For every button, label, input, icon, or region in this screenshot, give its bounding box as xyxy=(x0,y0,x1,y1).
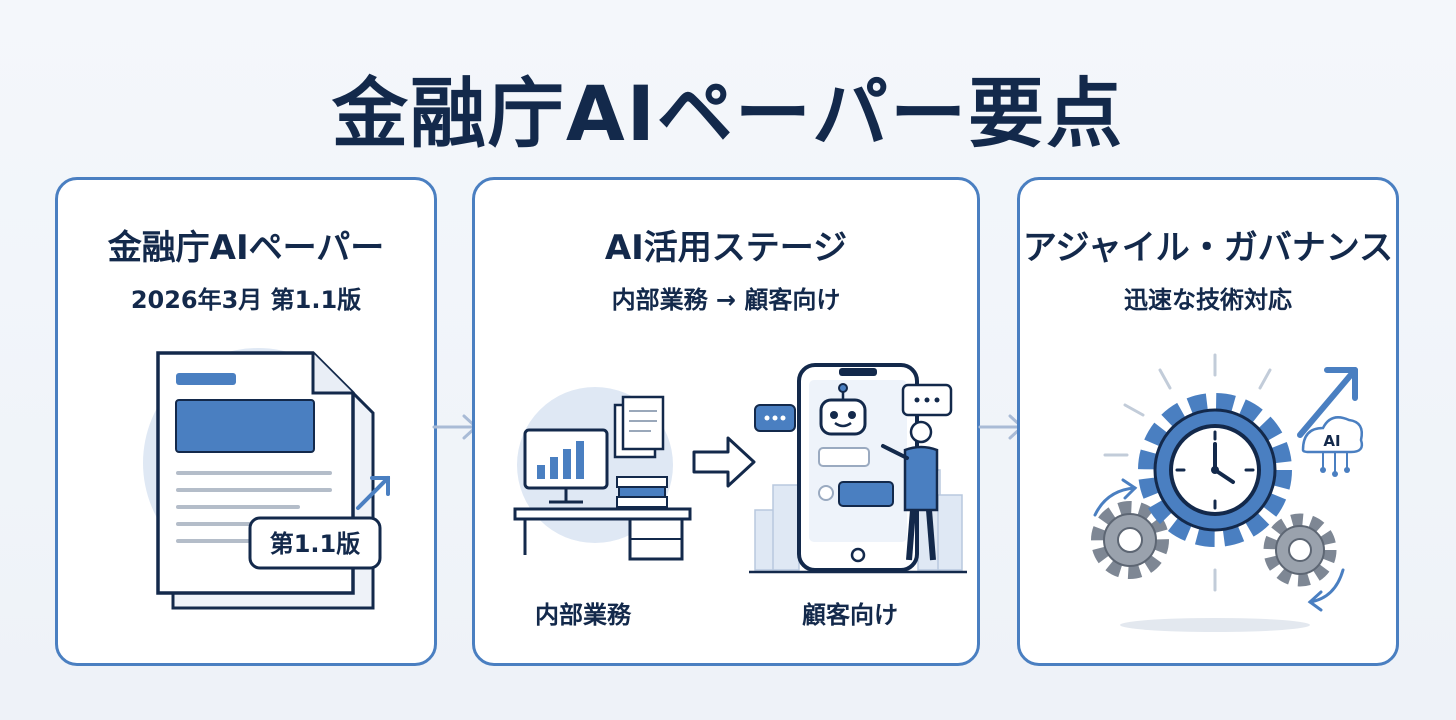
panel-subtitle: 2026年3月 第1.1版 xyxy=(130,286,362,314)
customer-caption: 顧客向け xyxy=(802,601,898,629)
panel-agile-governance: アジャイル・ガバナンス 迅速な技術対応 AI xyxy=(1017,177,1399,666)
clock-gear-icon: AI xyxy=(1091,353,1364,632)
smartphone-chatbot-icon xyxy=(749,363,967,574)
internal-caption: 内部業務 xyxy=(535,601,631,629)
panel-subtitle: 迅速な技術対応 xyxy=(1124,286,1292,314)
up-arrow-icon xyxy=(1297,367,1358,438)
document-stack-icon: 第1.1版 xyxy=(143,348,390,610)
panel-fsa-paper: 金融庁AIペーパー 2026年3月 第1.1版 第1.1版 xyxy=(55,177,437,666)
version-badge: 第1.1版 xyxy=(270,530,361,558)
svg-text:AI: AI xyxy=(1323,432,1340,450)
page-title: 金融庁AIペーパー要点 xyxy=(331,69,1125,158)
ai-cloud-icon: AI xyxy=(1301,416,1364,477)
panel-subtitle: 内部業務 → 顧客向け xyxy=(611,286,841,314)
trend-arrow-icon xyxy=(356,476,390,510)
office-desk-icon xyxy=(513,387,692,561)
panel-ai-stages: AI活用ステージ 内部業務 → 顧客向け xyxy=(472,177,980,666)
gear-icon xyxy=(1263,513,1337,587)
panel-title: 金融庁AIペーパー xyxy=(107,228,385,268)
panel-title: AI活用ステージ xyxy=(604,228,848,268)
person-icon xyxy=(881,420,939,561)
stage-arrow-icon xyxy=(692,436,756,488)
gear-icon xyxy=(1091,501,1169,579)
panel-title: アジャイル・ガバナンス xyxy=(1022,228,1394,268)
